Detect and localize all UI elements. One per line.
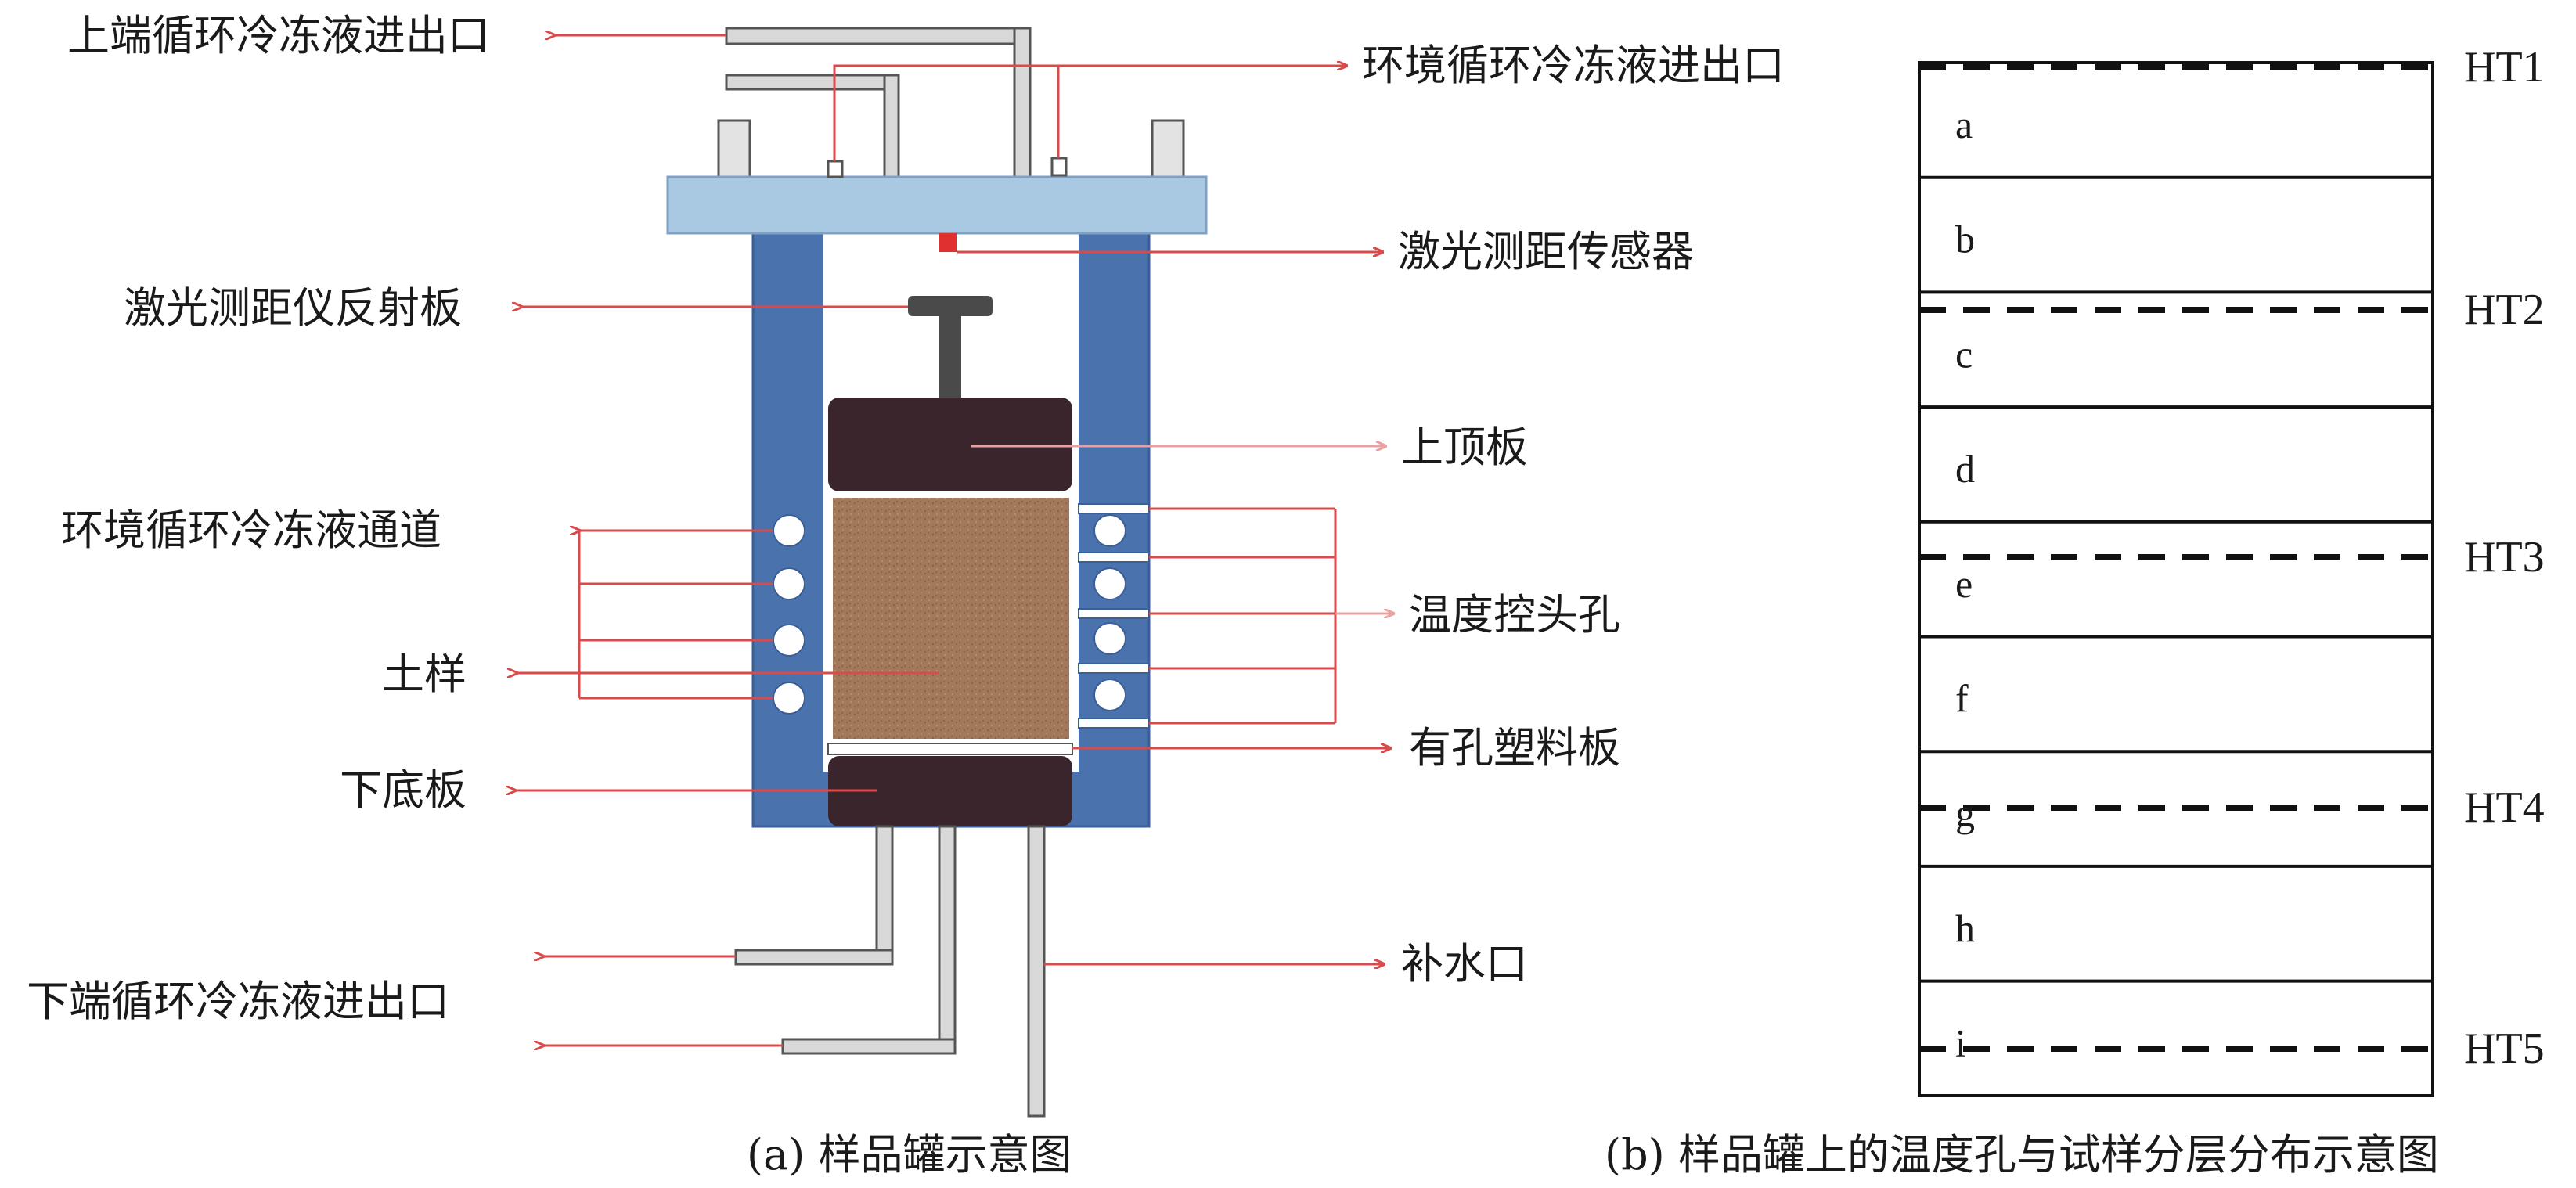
label-perforated-plate: 有孔塑料板 — [1409, 723, 1620, 772]
label-bottom-plate: 下底板 — [340, 765, 467, 815]
label-top-plate: 上顶板 — [1401, 423, 1528, 472]
panel-a-tank-diagram — [666, 27, 1208, 1118]
label-water-inlet: 补水口 — [1401, 939, 1528, 988]
sensor-label-ht3: HT3 — [2464, 533, 2545, 581]
layer-label-c: c — [1955, 332, 1973, 376]
layer-label-d: d — [1955, 447, 1975, 491]
laser-sensor — [939, 233, 957, 252]
lid-post-right — [1151, 119, 1185, 178]
label-laser-sensor: 激光测距传感器 — [1398, 227, 1694, 276]
bottom-pipes — [734, 825, 1046, 1118]
tank-lid — [666, 175, 1208, 235]
layer-label-g: g — [1955, 791, 1975, 835]
label-laser-reflector: 激光测距仪反射板 — [124, 283, 462, 333]
layer-label-e: e — [1955, 562, 1973, 606]
layer-label-h: h — [1955, 906, 1975, 950]
layer-boundaries — [1919, 175, 2433, 983]
label-top-coolant-port: 上端循环冷冻液进出口 — [67, 11, 490, 60]
layer-letters: a b c d e f g h i — [1955, 103, 1975, 1065]
leader-lines — [515, 35, 1393, 1046]
soil-sample — [833, 498, 1069, 739]
label-env-coolant-port: 环境循环冷冻液进出口 — [1362, 41, 1785, 90]
sensor-label-ht1: HT1 — [2464, 43, 2545, 92]
sensor-label-ht4: HT4 — [2464, 783, 2545, 832]
label-temp-probe-hole: 温度控头孔 — [1409, 590, 1620, 639]
layer-label-a: a — [1955, 103, 1973, 146]
temp-probe-slots — [1078, 503, 1150, 729]
label-bottom-coolant-port: 下端循环冷冻液进出口 — [27, 977, 449, 1026]
env-port-right — [1050, 157, 1068, 177]
bottom-plate — [828, 756, 1072, 826]
layer-label-i: i — [1955, 1021, 1966, 1065]
caption-panel-a: (a) 样品罐示意图 — [747, 1130, 1072, 1179]
env-coolant-channel-circles — [773, 514, 805, 715]
caption-panel-b: (b) 样品罐上的温度孔与试样分层分布示意图 — [1605, 1130, 2439, 1179]
layer-label-f: f — [1955, 677, 1969, 721]
label-soil-sample: 土样 — [382, 650, 467, 699]
right-channel-circles — [1093, 514, 1126, 711]
sensor-label-ht5: HT5 — [2464, 1024, 2545, 1073]
laser-reflector — [908, 296, 993, 398]
lid-post-left — [717, 119, 751, 178]
label-env-coolant-channel: 环境循环冷冻液通道 — [61, 506, 441, 555]
env-port-left — [827, 160, 844, 178]
top-plate — [828, 398, 1072, 491]
layer-label-b: b — [1955, 218, 1975, 261]
layer-column — [1918, 61, 2434, 1097]
sensor-label-ht2: HT2 — [2464, 286, 2545, 334]
perforated-plate — [827, 743, 1073, 755]
